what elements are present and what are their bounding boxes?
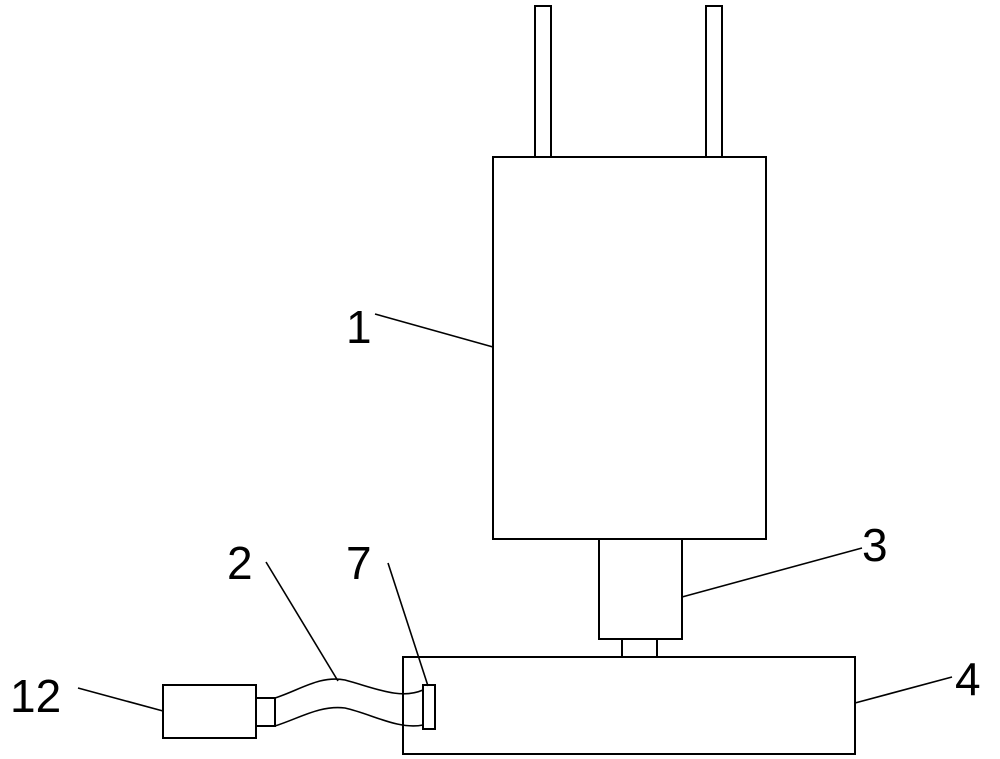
leader-line-12 <box>77 687 164 712</box>
label-hose: 2 <box>227 537 253 589</box>
label-base: 4 <box>955 653 981 705</box>
base-block <box>402 656 856 755</box>
leader-line-7 <box>387 562 429 687</box>
hose-lower-edge <box>274 706 424 727</box>
end-connector <box>255 697 276 727</box>
top-rod-left <box>534 5 552 159</box>
column-neck <box>621 638 658 658</box>
label-hose-fitting: 7 <box>346 537 372 589</box>
label-column: 3 <box>862 519 888 571</box>
hose-fitting <box>422 684 436 730</box>
end-block <box>162 684 257 739</box>
main-body <box>492 156 767 540</box>
leader-line-2 <box>265 561 339 682</box>
label-main-body: 1 <box>346 301 372 353</box>
label-end-block: 12 <box>10 670 61 722</box>
leader-line-4 <box>854 676 953 704</box>
column <box>598 538 683 640</box>
hose-upper-edge <box>274 678 424 699</box>
leader-line-1 <box>374 313 494 348</box>
top-rod-right <box>705 5 723 159</box>
leader-line-3 <box>681 547 863 598</box>
